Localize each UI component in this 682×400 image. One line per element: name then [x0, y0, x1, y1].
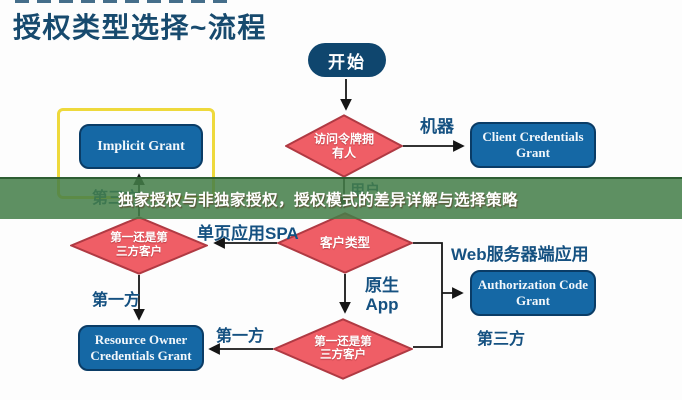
caption-banner-text: 独家授权与非独家授权，授权模式的差异详解与选择策略: [118, 192, 519, 209]
grant-authorization-code: Authorization Code Grant: [470, 270, 596, 316]
decision-first-or-third-bottom: 第一还是第 三方客户: [273, 318, 413, 380]
grant-resource-owner: Resource Owner Credentials Grant: [78, 325, 204, 371]
decision-client-type-label: 客户类型: [319, 236, 370, 250]
decision-client-type: 客户类型: [277, 212, 413, 274]
edge-label-web-server: Web服务器端应用: [451, 245, 589, 264]
decision-token-owner-label: 访问令牌拥 有人: [313, 132, 374, 160]
start-node-label: 开始: [328, 52, 366, 72]
edge-label-third-party-right: 第三方: [477, 331, 526, 348]
diamond-shape: [285, 114, 403, 178]
diamond-shape: [70, 216, 208, 275]
cropped-text-artifact: [15, 0, 230, 3]
decision-first-or-third-left-label: 第一还是第 三方客户: [110, 232, 168, 258]
decision-first-or-third-left: 第一还是第 三方客户: [70, 216, 208, 275]
decision-token-owner: 访问令牌拥 有人: [285, 114, 403, 178]
grant-implicit: Implicit Grant: [79, 124, 203, 169]
edge-label-spa: 单页应用SPA: [197, 224, 299, 243]
grant-client-credentials: Client Credentials Grant: [470, 122, 596, 168]
edge-label-native-app: 原生 App: [365, 276, 399, 314]
start-node: 开始: [308, 43, 386, 77]
diamond-shape: [273, 318, 413, 380]
caption-banner: 独家授权与非独家授权，授权模式的差异详解与选择策略: [0, 177, 682, 219]
page-title: 授权类型选择~流程: [13, 12, 267, 43]
edge-label-first-party-left: 第一方: [92, 292, 141, 309]
diamond-shape: [277, 212, 413, 274]
edge-label-machine: 机器: [420, 117, 454, 136]
decision-first-or-third-bottom-label: 第一还是第 三方客户: [314, 335, 372, 362]
edge-label-first-party-bottom: 第一方: [216, 328, 265, 345]
